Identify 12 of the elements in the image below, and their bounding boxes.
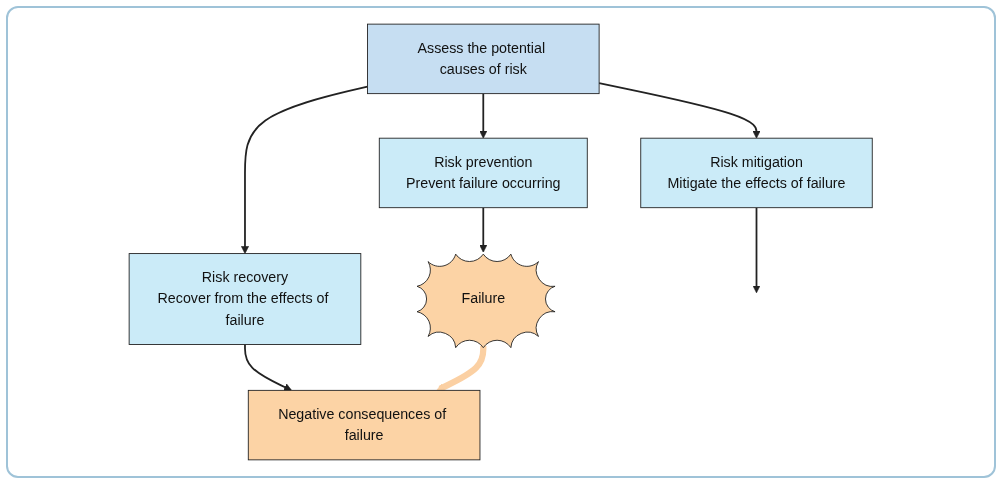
node-box: Risk mitigation Mitigate the effects of failure (640, 137, 873, 209)
arrow (752, 206, 761, 294)
arrow (244, 343, 293, 391)
arrow (241, 85, 369, 254)
arrow (479, 92, 488, 139)
node-box: Risk recovery Recover from the effects of failure (129, 253, 362, 345)
node-box: Negative consequences of failure (248, 389, 481, 461)
arrow (598, 82, 761, 139)
node-box: Assess the potential causes of risk (367, 23, 600, 95)
arrow (436, 345, 487, 392)
node-box: Risk prevention Prevent failure occurring (379, 137, 589, 209)
arrow (479, 206, 488, 253)
